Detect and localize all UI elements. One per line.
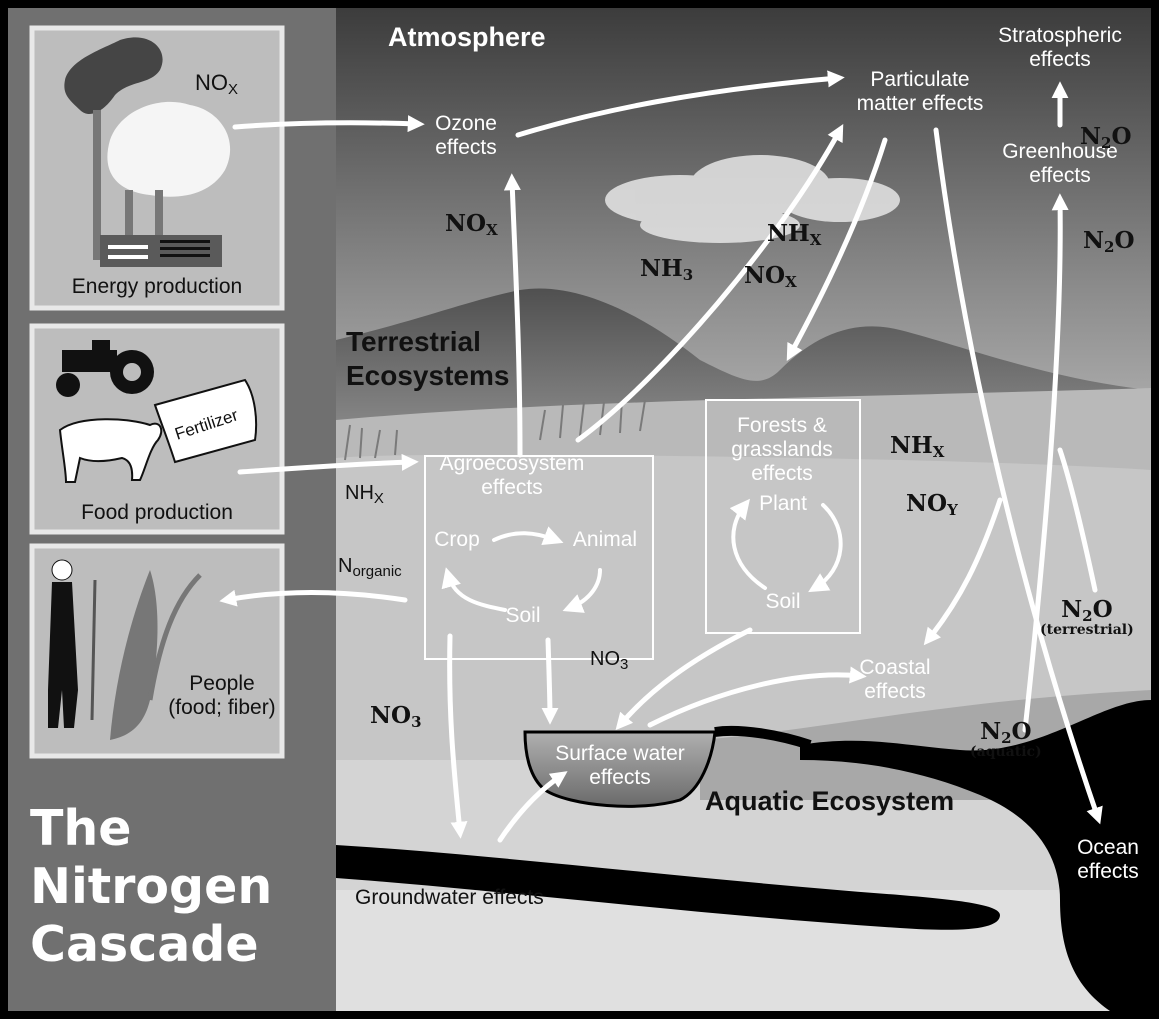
food-caption: Food production — [32, 501, 282, 525]
species-no3-left: NO3 — [370, 702, 422, 731]
agro-soil-label: Soil — [498, 604, 548, 628]
species-no3-box: NO3 — [590, 648, 628, 673]
species-nh3: NH3 — [640, 255, 693, 284]
species-nhx-food: NHX — [345, 482, 384, 507]
species-n2o-terrestrial: N2O (terrestrial) — [1040, 596, 1134, 638]
aquatic-label: Aquatic Ecosystem — [705, 786, 954, 817]
terrestrial-line-2: Ecosystems — [346, 359, 509, 393]
groundwater-effects-label: Groundwater effects — [355, 886, 544, 910]
species-nhx-mid: NHX — [767, 220, 821, 249]
terrestrial-label: Terrestrial Ecosystems — [346, 325, 509, 393]
people-caption-line-1: People — [162, 672, 282, 696]
diagram-title: The Nitrogen Cascade — [30, 800, 272, 974]
terrestrial-line-1: Terrestrial — [346, 325, 509, 359]
atmosphere-label: Atmosphere — [388, 22, 546, 53]
energy-nox-label: NOX — [195, 70, 238, 98]
species-nox-mid: NOX — [744, 262, 797, 291]
people-caption: People (food; fiber) — [162, 672, 282, 720]
species-noy: NOY — [906, 490, 958, 519]
energy-caption: Energy production — [32, 275, 282, 299]
species-nox-ozone: NOX — [445, 210, 498, 239]
n2o-aquatic-note: (aquatic) — [970, 744, 1042, 760]
title-line-2: Nitrogen — [30, 858, 272, 916]
species-n2o-top: N2O — [1080, 123, 1132, 152]
animal-label: Animal — [568, 528, 642, 552]
species-nhx-right: NHX — [890, 432, 944, 461]
species-n2o-aquatic: N2O (aquatic) — [970, 718, 1042, 760]
title-line-1: The — [30, 800, 272, 858]
species-norganic: Norganic — [338, 555, 402, 580]
n2o-terrestrial-note: (terrestrial) — [1040, 622, 1134, 638]
species-n2o-right: N2O — [1083, 227, 1135, 256]
crop-label: Crop — [432, 528, 482, 552]
plant-label: Plant — [748, 492, 818, 516]
forest-soil-label: Soil — [758, 590, 808, 614]
people-caption-line-2: (food; fiber) — [162, 696, 282, 720]
title-line-3: Cascade — [30, 916, 272, 974]
